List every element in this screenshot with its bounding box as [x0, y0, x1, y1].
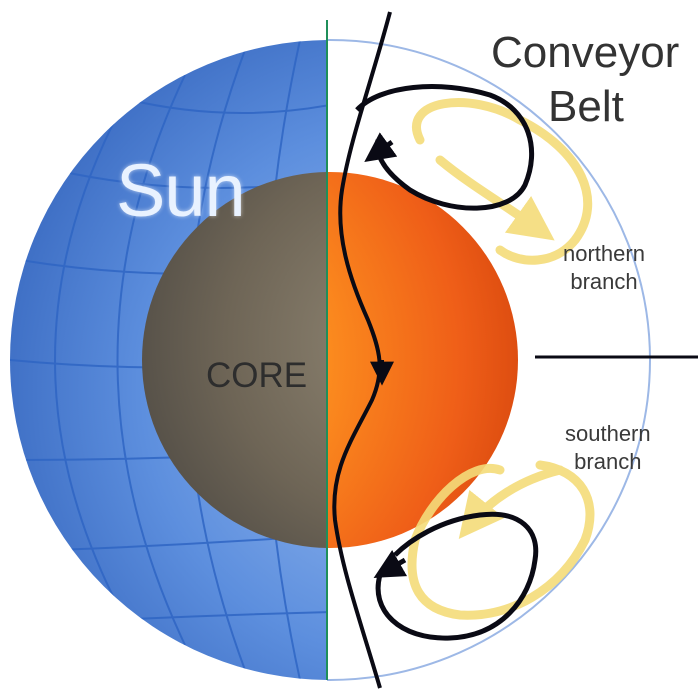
southern-branch-label: southern branch: [565, 420, 651, 476]
northern-branch-line1: northern: [563, 241, 645, 266]
northern-branch-line2: branch: [570, 269, 638, 294]
flow-line: [332, 11, 392, 689]
northern-branch-label: northern branch: [563, 240, 645, 296]
core-hot-half: [327, 172, 518, 548]
conveyor-label-line1: Conveyor: [491, 28, 680, 77]
northern-loop: [355, 84, 534, 211]
southern-branch-line2: branch: [574, 449, 642, 474]
sun-label: Sun: [116, 149, 246, 232]
northern-loop-arrow: [364, 132, 398, 163]
conveyor-label-line2: Belt: [548, 82, 624, 131]
core-label: CORE: [206, 356, 308, 395]
southern-loop: [375, 511, 539, 641]
southern-branch-line1: southern: [565, 421, 651, 446]
core-gray-half: [142, 172, 327, 548]
northern-yellow-flow: [412, 98, 593, 265]
southern-loop-arrow: [373, 550, 408, 578]
